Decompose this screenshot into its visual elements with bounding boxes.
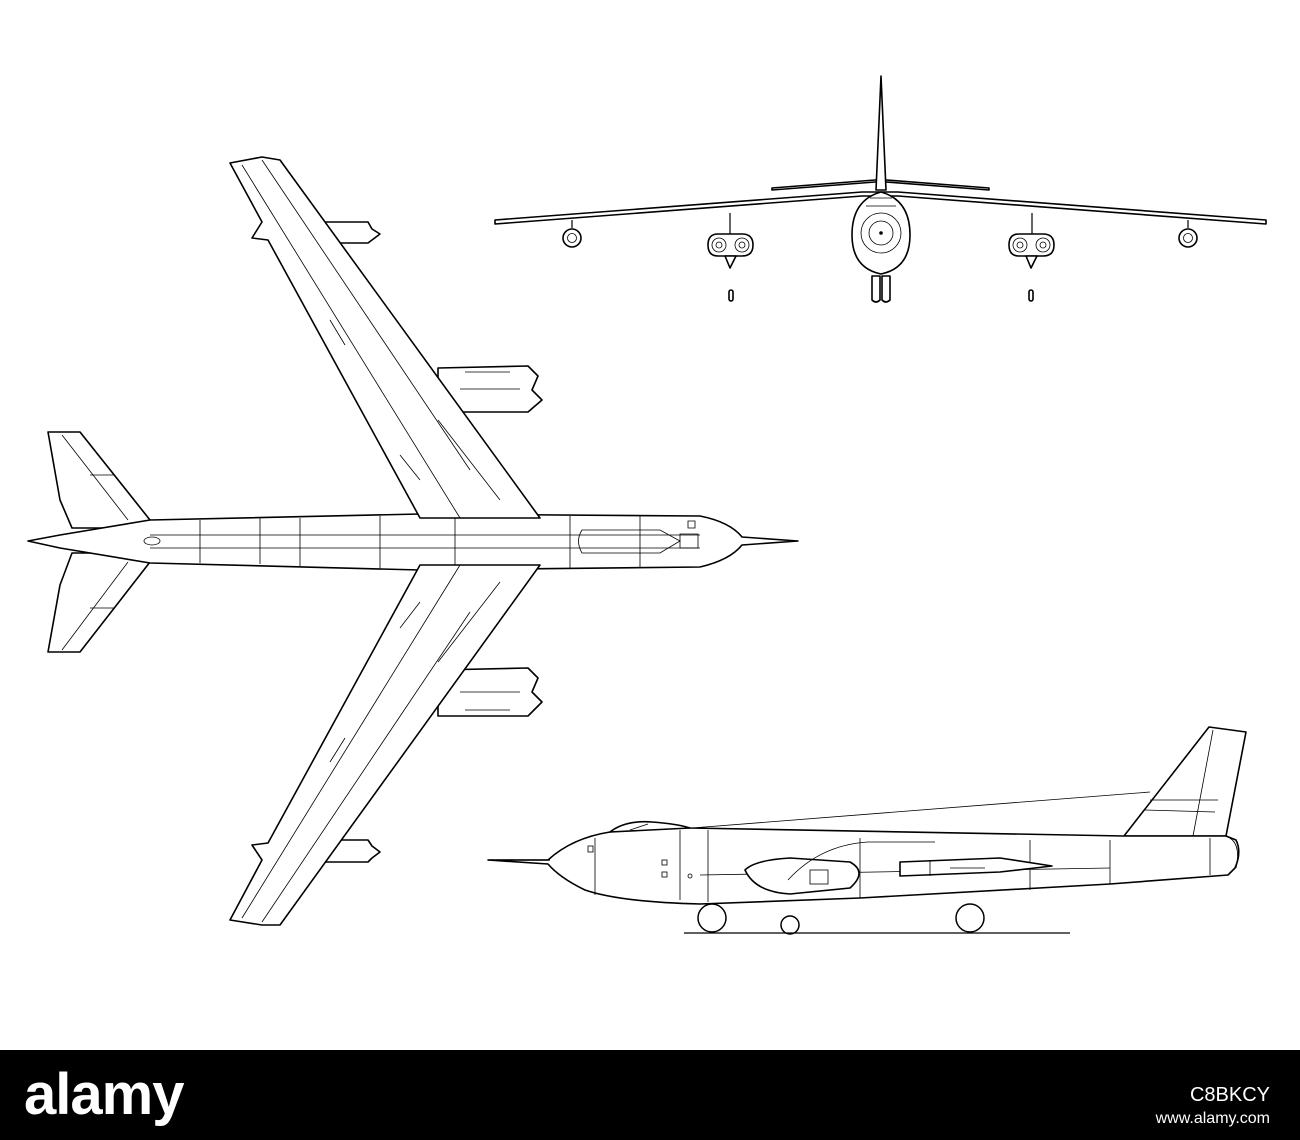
plan-view <box>27 156 799 926</box>
front-left-inboard-engine-pod <box>707 233 754 269</box>
front-right-outboard-engine <box>1178 228 1198 248</box>
three-view-drawing <box>27 75 1267 935</box>
side-middle-wheel <box>780 915 800 935</box>
side-rear-wheel <box>955 903 985 933</box>
watermark-url: www.alamy.com <box>1155 1110 1270 1127</box>
plan-lower-inboard-engine-pod <box>437 667 543 717</box>
front-fin <box>875 75 887 191</box>
side-front-wheel <box>697 903 727 933</box>
front-right-inboard-engine-pod <box>1008 233 1055 269</box>
plan-upper-wing <box>229 156 541 519</box>
side-inboard-engine-pod <box>744 857 860 895</box>
plan-upper-tailplane <box>47 431 151 529</box>
plan-fuselage <box>27 513 799 571</box>
side-fuselage <box>487 824 1240 905</box>
plan-lower-tailplane <box>47 552 151 653</box>
watermark-image-id: C8BKCY <box>1189 1084 1270 1106</box>
plan-lower-outboard-engine <box>324 839 381 863</box>
plan-lower-wing <box>229 564 541 926</box>
side-vertical-fin <box>1123 726 1247 837</box>
front-view <box>494 75 1267 303</box>
side-view <box>487 726 1247 935</box>
watermark-logo: alamy <box>24 1062 184 1127</box>
side-outboard-engine <box>899 857 1053 877</box>
watermark-footer: alamy C8BKCY www.alamy.com <box>0 1050 1300 1140</box>
front-left-outboard-engine <box>562 228 582 248</box>
